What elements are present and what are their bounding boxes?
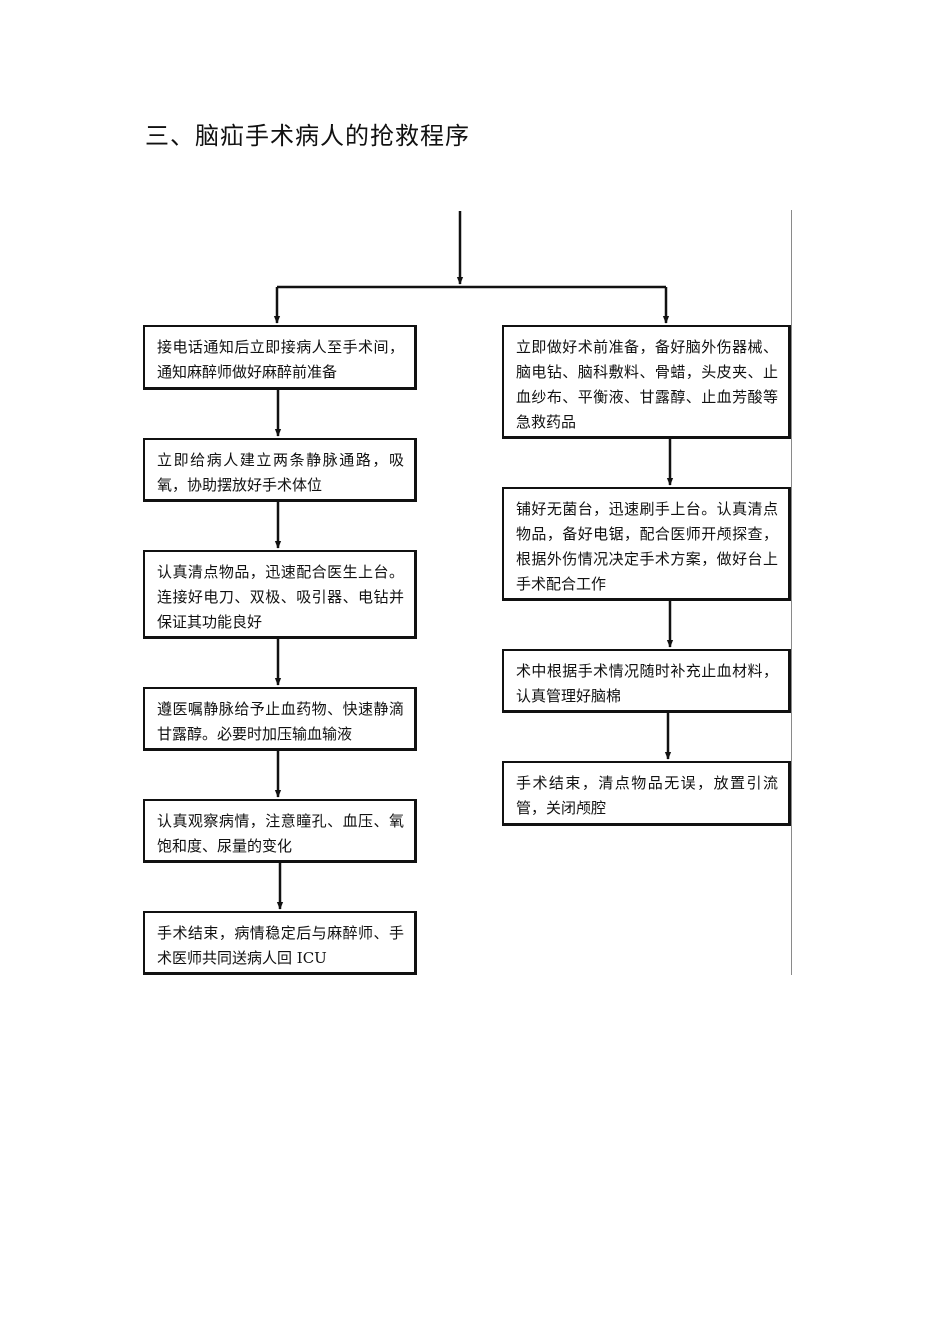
left-step-6: 手术结束，病情稳定后与麻醉师、手术医师共同送病人回 ICU <box>143 911 417 975</box>
left-step-3: 认真清点物品，迅速配合医生上台。连接好电刀、双极、吸引器、电钻并保证其功能良好 <box>143 550 417 639</box>
right-step-2: 铺好无菌台，迅速刷手上台。认真清点物品，备好电锯，配合医师开颅探查，根据外伤情况… <box>502 487 791 601</box>
right-step-3: 术中根据手术情况随时补充止血材料，认真管理好脑棉 <box>502 649 791 713</box>
right-step-4: 手术结束，清点物品无误，放置引流管，关闭颅腔 <box>502 761 791 826</box>
left-step-5: 认真观察病情，注意瞳孔、血压、氧饱和度、尿量的变化 <box>143 799 417 863</box>
right-step-1: 立即做好术前准备，备好脑外伤器械、脑电钻、脑科敷料、骨蜡，头皮夹、止血纱布、平衡… <box>502 325 791 439</box>
right-margin-rule <box>791 210 792 975</box>
left-step-1: 接电话通知后立即接病人至手术间，通知麻醉师做好麻醉前准备 <box>143 325 417 390</box>
page-title: 三、脑疝手术病人的抢救程序 <box>145 122 470 150</box>
left-step-4: 遵医嘱静脉给予止血药物、快速静滴甘露醇。必要时加压输血输液 <box>143 687 417 751</box>
left-step-2: 立即给病人建立两条静脉通路，吸氧，协助摆放好手术体位 <box>143 438 417 502</box>
